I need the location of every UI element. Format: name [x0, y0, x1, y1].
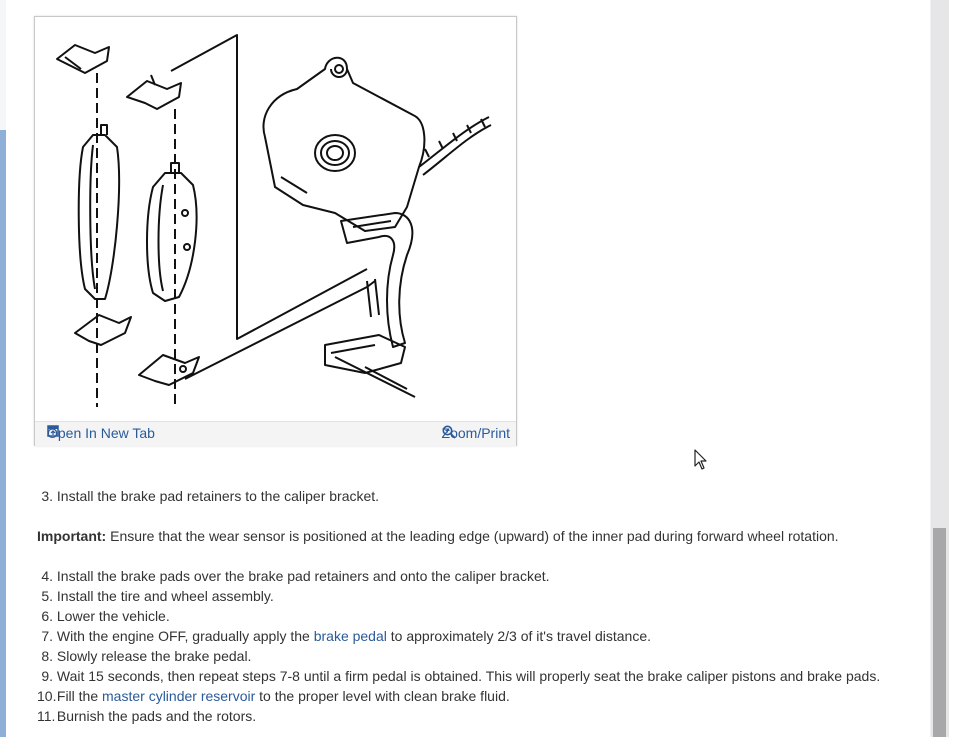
- step-text: Install the brake pads over the brake pa…: [56, 568, 550, 584]
- step-text: Install the tire and wheel assembly.: [56, 588, 274, 604]
- step-text: to approximately 2/3 of it's travel dist…: [390, 628, 652, 644]
- step-8: 8. Slowly release the brake pedal.: [41, 648, 252, 664]
- open-tab-icon: [47, 425, 59, 437]
- zoom-print-link[interactable]: Zoom/Print: [442, 425, 510, 441]
- magnifier-icon: [442, 425, 456, 439]
- step-7: 7. With the engine OFF, gradually apply …: [41, 628, 652, 644]
- step-9: 9. Wait 15 seconds, then repeat steps 7-…: [41, 668, 881, 684]
- zoom-print-label: Zoom/Print: [441, 425, 510, 441]
- window-border: [949, 0, 956, 737]
- step-3: 3. Install the brake pad retainers to th…: [41, 488, 380, 504]
- brake-diagram-figure: Open In New Tab Zoom/Print: [34, 16, 517, 446]
- step-text: Wait 15 seconds, then repeat steps 7-8 u…: [56, 668, 881, 684]
- master-cylinder-reservoir-link[interactable]: master cylinder reservoir: [102, 688, 256, 704]
- instruction-steps: 3. Install the brake pad retainers to th…: [37, 486, 917, 726]
- mouse-cursor-icon: [694, 449, 707, 470]
- step-6: 6. Lower the vehicle.: [41, 608, 170, 624]
- step-text: Fill the: [56, 688, 99, 704]
- open-in-new-tab-link[interactable]: Open In New Tab: [47, 425, 155, 441]
- brake-pedal-link[interactable]: brake pedal: [313, 628, 387, 644]
- step-text: Install the brake pad retainers to the c…: [56, 488, 380, 504]
- left-window-edge: [0, 0, 6, 737]
- step-10: 10. Fill the master cylinder reservoir t…: [37, 688, 510, 704]
- step-text: to the proper level with clean brake flu…: [259, 688, 510, 704]
- step-text: With the engine OFF, gradually apply the: [56, 628, 310, 644]
- step-text: Slowly release the brake pedal.: [56, 648, 252, 664]
- important-label: Important:: [37, 528, 107, 544]
- scrollbar-thumb[interactable]: [933, 528, 946, 737]
- figure-toolbar: [35, 421, 516, 446]
- important-note: Important: Ensure that the wear sensor i…: [37, 526, 917, 546]
- step-text: Burnish the pads and the rotors.: [56, 708, 257, 724]
- important-text: Ensure that the wear sensor is positione…: [110, 528, 839, 544]
- step-5: 5. Install the tire and wheel assembly.: [41, 588, 274, 604]
- step-11: 11. Burnish the pads and the rotors.: [37, 708, 257, 724]
- step-text: Lower the vehicle.: [56, 608, 170, 624]
- open-in-new-tab-label: Open In New Tab: [47, 425, 155, 441]
- brake-caliper-diagram: [56, 34, 492, 407]
- step-4: 4. Install the brake pads over the brake…: [41, 568, 550, 584]
